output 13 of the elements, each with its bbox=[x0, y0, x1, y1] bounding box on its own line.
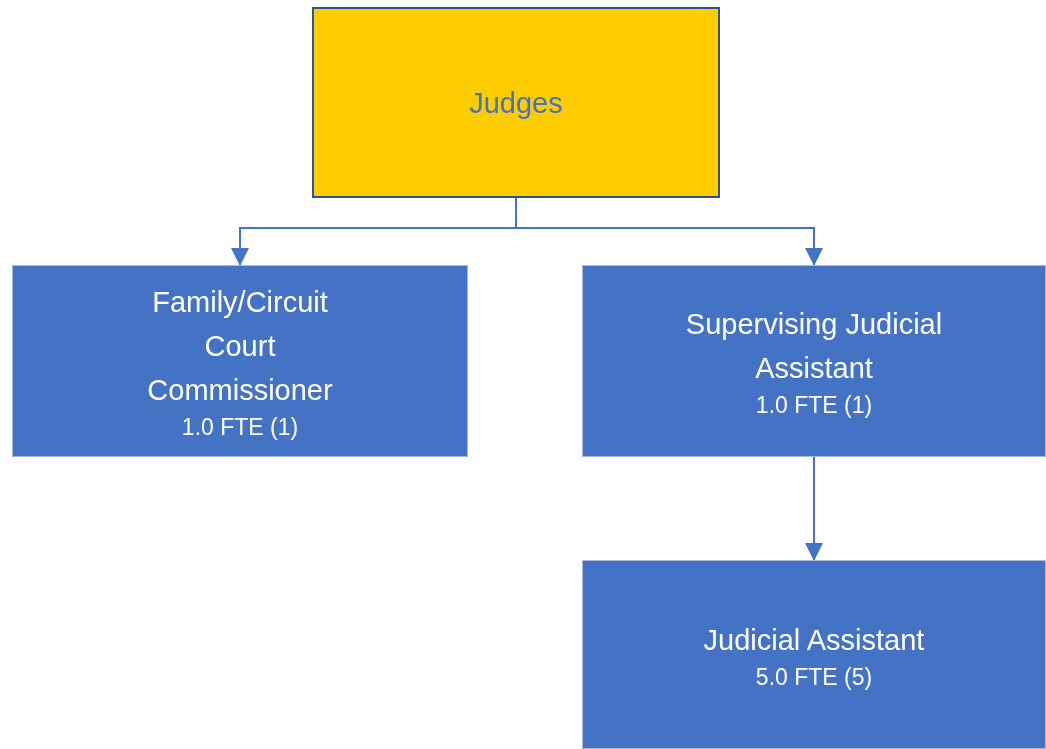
position-title: Supervising Judicial Assistant bbox=[684, 307, 944, 386]
fte-count: 1.0 FTE (1) bbox=[181, 413, 299, 442]
position-box bbox=[12, 265, 468, 457]
position-title: Judicial Assistant bbox=[703, 622, 925, 658]
position-title: Family/Circuit Court Commissioner bbox=[146, 285, 334, 408]
position-title: Judges bbox=[469, 85, 563, 121]
position-box bbox=[582, 265, 1046, 457]
fte-count: 5.0 FTE (5) bbox=[755, 662, 873, 692]
fte-count: 1.0 FTE (1) bbox=[755, 391, 873, 420]
connector-arrow bbox=[805, 456, 823, 561]
top-box bbox=[312, 7, 720, 198]
position-box bbox=[582, 560, 1046, 749]
connector-arrow bbox=[515, 197, 823, 266]
